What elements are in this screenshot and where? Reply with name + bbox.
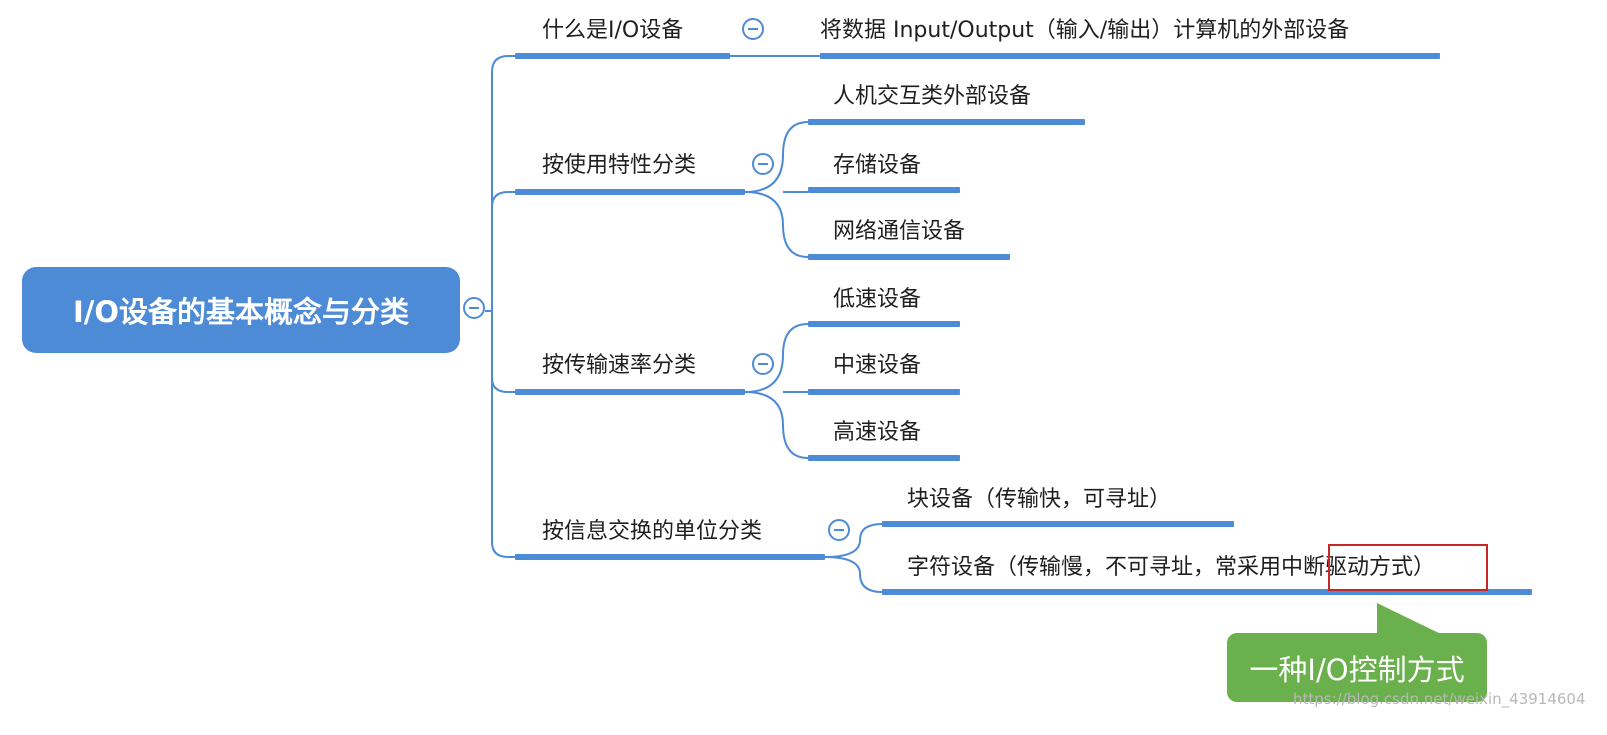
root-node[interactable]: I/O设备的基本概念与分类 [22, 267, 460, 353]
collapse-branch-4-icon[interactable] [828, 519, 850, 541]
callout-text: 一种I/O控制方式 [1249, 652, 1465, 687]
leaf-underline [882, 589, 1532, 595]
branch-underline [515, 53, 730, 59]
leaf-hci-devices[interactable]: 人机交互类外部设备 [833, 84, 1032, 109]
leaf-storage-devices[interactable]: 存储设备 [833, 153, 922, 178]
leaf-io-definition[interactable]: 将数据 Input/Output（输入/输出）计算机的外部设备 [820, 18, 1350, 43]
leaf-underline [808, 187, 960, 193]
connector-branch-3-leaves [744, 323, 809, 393]
leaf-low-speed[interactable]: 低速设备 [833, 287, 922, 312]
leaf-underline [808, 389, 960, 395]
connector-branch-2-leaves [744, 121, 809, 193]
collapse-root-icon[interactable] [463, 297, 485, 319]
connector-root-branch-2 [491, 191, 515, 311]
leaf-underline [808, 455, 960, 461]
branch-underline [515, 189, 745, 195]
leaf-underline [808, 119, 1085, 125]
leaf-underline [820, 53, 1440, 59]
leaf-high-speed[interactable]: 高速设备 [833, 420, 922, 445]
collapse-branch-3-icon[interactable] [752, 353, 774, 375]
branch-underline [515, 389, 745, 395]
leaf-underline [808, 254, 1010, 260]
collapse-branch-1-icon[interactable] [742, 18, 764, 40]
connector-branch-4-leaves [824, 523, 883, 558]
leaf-char-devices[interactable]: 字符设备（传输慢，不可寻址，常采用中断驱动方式） [907, 555, 1436, 580]
branch-underline [515, 554, 825, 560]
connector-root-branch-4 [491, 311, 515, 558]
leaf-medium-speed[interactable]: 中速设备 [833, 353, 922, 378]
leaf-network-devices[interactable]: 网络通信设备 [833, 219, 966, 244]
connector-root-branch-1 [485, 55, 515, 312]
callout-note[interactable]: 一种I/O控制方式 [1227, 633, 1487, 702]
leaf-underline [882, 521, 1234, 527]
branch-by-usage[interactable]: 按使用特性分类 [542, 153, 697, 178]
branch-by-speed[interactable]: 按传输速率分类 [542, 353, 697, 378]
collapse-branch-2-icon[interactable] [752, 153, 774, 175]
highlight-box [1328, 544, 1488, 591]
branch-what-is-io[interactable]: 什么是I/O设备 [542, 18, 684, 43]
leaf-underline [808, 321, 960, 327]
watermark-text: https://blog.csdn.net/weixin_43914604 [1293, 690, 1586, 708]
leaf-block-devices[interactable]: 块设备（传输快，可寻址） [907, 487, 1172, 512]
root-title: I/O设备的基本概念与分类 [72, 295, 410, 329]
branch-by-unit[interactable]: 按信息交换的单位分类 [542, 519, 763, 544]
